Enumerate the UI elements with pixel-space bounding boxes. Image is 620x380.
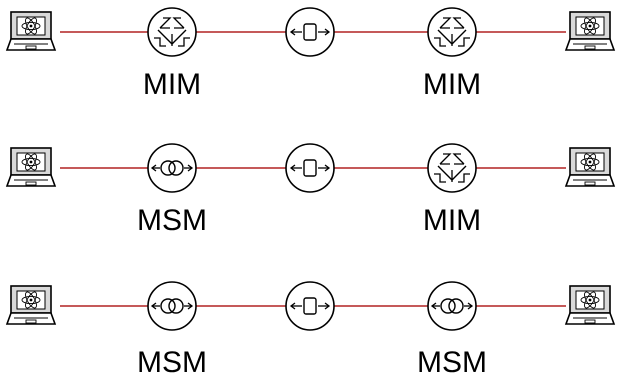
node-label-left: MSM	[137, 346, 207, 379]
network-row-3: MSM MSM	[6, 281, 615, 379]
mim-icon	[427, 143, 477, 193]
msm-icon	[427, 281, 477, 331]
repeater-icon	[285, 143, 335, 193]
quantum-computer-icon	[565, 285, 615, 325]
node-label-right: MIM	[423, 68, 481, 101]
repeater-icon	[285, 7, 335, 57]
network-row-2: MSM MIM	[6, 143, 615, 237]
quantum-computer-icon	[565, 147, 615, 187]
quantum-computer-icon	[6, 147, 56, 187]
msm-icon	[147, 281, 197, 331]
repeater-icon	[285, 281, 335, 331]
network-row-1: MIM MIM	[6, 7, 615, 101]
node-label-left: MIM	[143, 68, 201, 101]
mim-icon	[147, 7, 197, 57]
quantum-computer-icon	[6, 11, 56, 51]
node-label-left: MSM	[137, 204, 207, 237]
mim-icon	[427, 7, 477, 57]
quantum-computer-icon	[565, 11, 615, 51]
msm-icon	[147, 143, 197, 193]
node-label-right: MIM	[423, 204, 481, 237]
node-label-right: MSM	[417, 346, 487, 379]
quantum-computer-icon	[6, 285, 56, 325]
